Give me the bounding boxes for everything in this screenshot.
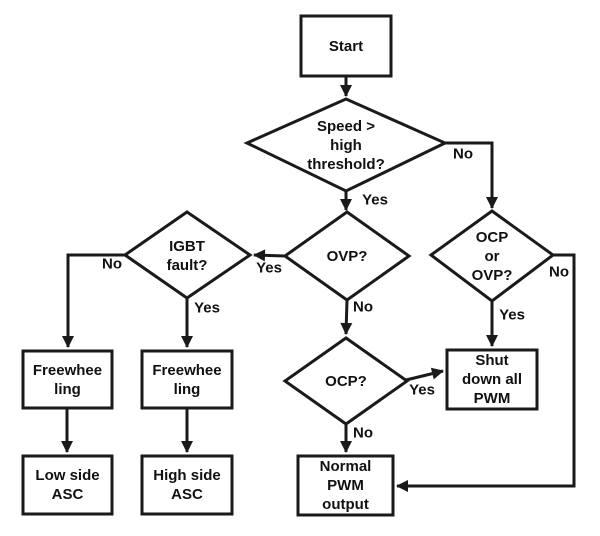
nodes xyxy=(21,14,556,517)
node-speed-check xyxy=(243,97,449,193)
node-ocp xyxy=(282,336,410,426)
node-ocp-or-ovp xyxy=(428,209,556,303)
node-ovp xyxy=(282,210,412,302)
node-freewheeling-left xyxy=(21,349,114,410)
node-start xyxy=(299,14,393,78)
node-normal-pwm xyxy=(296,454,395,517)
edge-ocp-or-ovp-no xyxy=(396,253,576,492)
edge-ovp-no xyxy=(340,299,353,335)
node-freewheeling-right xyxy=(140,349,234,410)
edge-ocp-yes xyxy=(405,367,444,382)
edge-ovp-yes xyxy=(253,249,286,262)
edge-igbt-no xyxy=(62,253,125,348)
node-low-side-asc xyxy=(21,454,114,516)
edges xyxy=(61,77,576,492)
node-high-side-asc xyxy=(140,454,234,516)
edge-speed-no xyxy=(445,141,498,209)
node-shutdown-pwm xyxy=(445,348,539,411)
node-igbt-fault xyxy=(122,210,253,300)
